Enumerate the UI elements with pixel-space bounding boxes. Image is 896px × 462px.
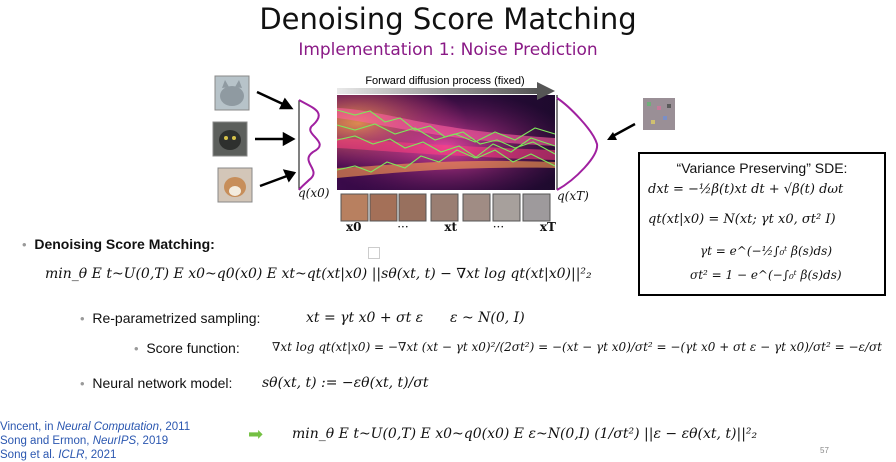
- ref-authors: Song et al.: [0, 449, 59, 461]
- slide-title: Denoising Score Matching: [259, 2, 637, 36]
- q-xt-label: q(xT): [557, 189, 589, 203]
- cat-photo-2: [212, 121, 248, 157]
- reparam-label: Re-parametrized sampling:: [92, 310, 261, 326]
- vp-heading: “Variance Preserving” SDE:: [676, 160, 848, 176]
- banner-label: Forward diffusion process (fixed): [365, 75, 524, 87]
- ref-venue: Neural Computation: [56, 421, 159, 433]
- ref-authors: Song and Ermon,: [0, 435, 93, 447]
- reparam-eq2: ε ~ N(0, I): [450, 310, 525, 326]
- ref-year: , 2021: [84, 449, 117, 461]
- reference-2: Song and Ermon, NeurIPS, 2019: [0, 434, 190, 448]
- ref-authors: Vincent, in: [0, 421, 57, 433]
- cat-photo-1: [214, 75, 250, 111]
- q-x0-label: q(x0): [298, 186, 329, 200]
- bullet-dot: •: [134, 341, 139, 356]
- strip-label-dots-1: ···: [397, 220, 409, 234]
- vp-eq4: σt² = 1 − e^(−∫₀ᵗ β(s)ds): [690, 268, 842, 282]
- dsm-equation: min_θ E t~U(0,T) E x0~q0(x0) E xt~qt(xt|…: [45, 266, 592, 282]
- dsm-bullet: • Denoising Score Matching:: [22, 236, 215, 252]
- nn-label: Neural network model:: [92, 375, 233, 391]
- bullet-dot: •: [22, 237, 27, 252]
- final-equation: min_θ E t~U(0,T) E x0~q0(x0) E ε~N(0,I) …: [292, 426, 758, 442]
- score-row: • Score function:: [134, 340, 240, 356]
- checkbox-icon: [368, 247, 380, 259]
- slide-subtitle: Implementation 1: Noise Prediction: [298, 40, 598, 60]
- strip-label-xT: xT: [539, 220, 556, 234]
- ref-year: , 2019: [136, 435, 169, 447]
- vp-sde-box: “Variance Preserving” SDE: dxt = −½β(t)x…: [638, 152, 886, 296]
- nn-equation: sθ(xt, t) := −εθ(xt, t)/σt: [262, 375, 429, 391]
- diffusion-diagram: Forward diffusion process (fixed): [205, 70, 675, 235]
- forward-arrow-bar: [337, 88, 537, 94]
- strip-labels: x0 ··· xt ··· xT: [346, 220, 556, 234]
- thumbnail-strip: [340, 193, 551, 222]
- q-xT-text: q(xT): [557, 189, 589, 203]
- nn-row: • Neural network model:: [80, 375, 232, 391]
- strip-label-xt: xt: [444, 220, 458, 234]
- strip-label-x0: x0: [346, 220, 362, 234]
- bullet-dot: •: [80, 376, 85, 391]
- reference-3: Song et al. ICLR, 2021: [0, 448, 190, 462]
- vp-eq3: γt = e^(−½∫₀ᵗ β(s)ds): [700, 244, 833, 258]
- reference-1: Vincent, in Neural Computation, 2011: [0, 420, 190, 434]
- score-equation: ∇xt log qt(xt|x0) = −∇xt (xt − γt x0)²/(…: [272, 340, 883, 354]
- strip-label-dots-2: ···: [492, 220, 505, 234]
- score-label: Score function:: [146, 340, 240, 356]
- ref-year: , 2011: [158, 421, 191, 433]
- cat-photo-3: [217, 167, 253, 203]
- input-arrows: [255, 90, 297, 188]
- page-number: 57: [820, 446, 829, 455]
- q-x0-text: q(x0): [298, 186, 330, 200]
- ref-venue: ICLR: [58, 449, 85, 461]
- vp-eq1: dxt = −½β(t)xt dt + √β(t) dωt: [648, 182, 844, 197]
- noise-image: [643, 98, 675, 130]
- bullet-dot: •: [80, 311, 85, 326]
- diffusion-svg: Forward diffusion process (fixed): [212, 75, 675, 222]
- dsm-heading: Denoising Score Matching:: [34, 236, 215, 252]
- reparam-eq1: xt = γt x0 + σt ε: [306, 310, 424, 326]
- reparam-row: • Re-parametrized sampling:: [80, 310, 260, 326]
- references: Vincent, in Neural Computation, 2011 Son…: [0, 420, 190, 462]
- vp-eq2: qt(xt|x0) = N(xt; γt x0, σt² I): [648, 212, 836, 227]
- right-density-curve: [556, 97, 599, 191]
- left-density-curve: [298, 99, 321, 191]
- trajectories: [336, 109, 556, 173]
- green-arrow-icon: ➡: [248, 424, 264, 445]
- ref-venue: NeurIPS: [92, 435, 137, 447]
